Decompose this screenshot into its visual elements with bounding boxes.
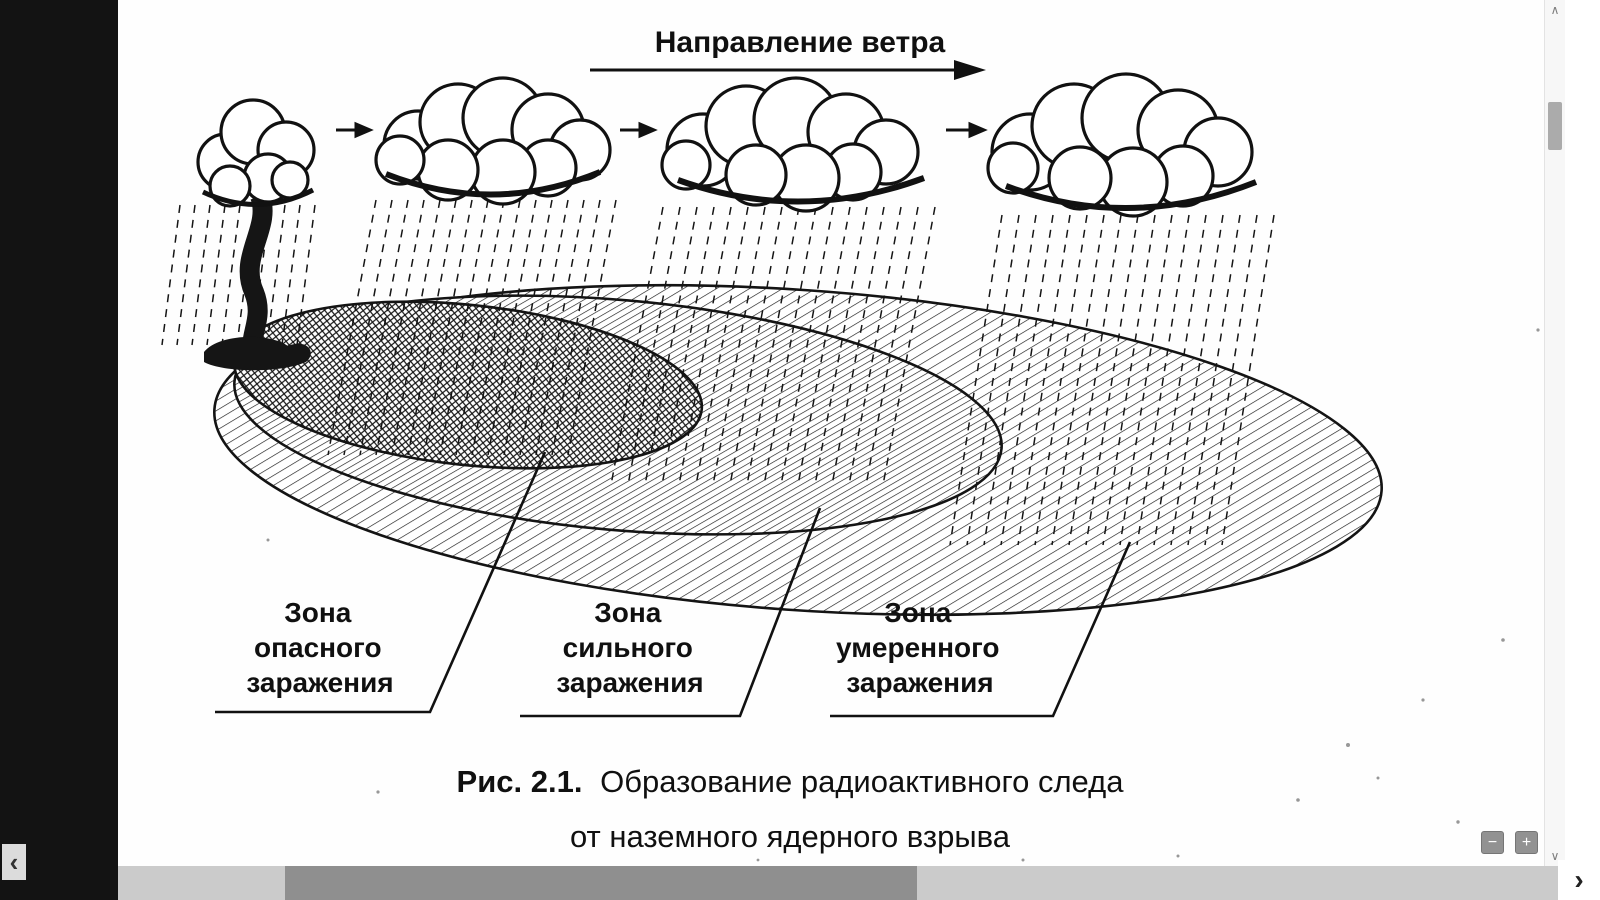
wind-direction-arrow — [590, 60, 986, 80]
left-panel — [0, 0, 118, 900]
zone-label-moderate: Зона умеренного заражения — [836, 597, 1004, 698]
wind-direction-label: Направление ветра — [655, 26, 946, 59]
scroll-up-icon[interactable]: ∧ — [1550, 3, 1560, 17]
cloud-motion-arrows — [336, 121, 988, 139]
drift-cloud-3 — [986, 72, 1258, 218]
zone-label-danger: Зона опасного заражения — [246, 597, 393, 698]
zoom-controls: − + — [1481, 831, 1538, 854]
chevron-left-icon: ‹ — [9, 846, 19, 877]
page-canvas: Направление ветра — [118, 0, 1545, 866]
vertical-scrollbar[interactable]: ∧ ∨ — [1544, 0, 1565, 866]
drift-cloud-1 — [374, 76, 612, 206]
horizontal-scroll-thumb[interactable] — [285, 866, 917, 900]
vertical-scroll-thumb[interactable] — [1548, 102, 1562, 150]
scroll-right-button[interactable]: › — [1558, 860, 1600, 900]
scroll-down-icon[interactable]: ∨ — [1550, 849, 1560, 863]
figure-caption-line2: от наземного ядерного взрыва — [570, 819, 1011, 854]
zone-label-strong: Зона сильного заражения — [556, 597, 703, 698]
figure-caption-line1: Рис. 2.1. Образование радиоактивного сле… — [457, 764, 1125, 799]
zoom-out-button[interactable]: − — [1481, 831, 1504, 854]
scroll-left-button[interactable]: ‹ — [2, 844, 26, 880]
zoom-in-button[interactable]: + — [1515, 831, 1538, 854]
drift-cloud-2 — [660, 76, 926, 213]
horizontal-scrollbar[interactable] — [118, 866, 1600, 900]
fallout-diagram: Направление ветра — [161, 26, 1540, 862]
mushroom-cloud — [196, 98, 316, 371]
zone-leader-lines — [215, 451, 1132, 718]
scan-noise-speckles — [266, 328, 1540, 862]
fallout-dashed-lines — [161, 199, 1275, 546]
chevron-right-icon: › — [1574, 864, 1584, 895]
